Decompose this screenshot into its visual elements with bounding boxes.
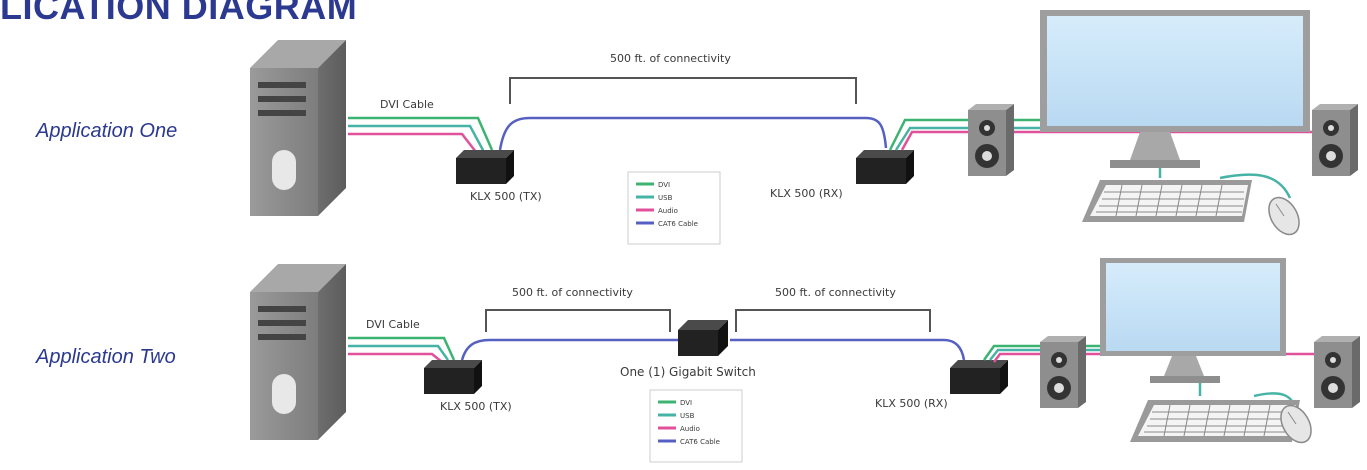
- dvi-cable-label: DVI Cable: [366, 318, 420, 331]
- application-two-legend: DVI USB Audio CAT6 Cable: [649, 389, 743, 463]
- keyboard-icon: [1129, 399, 1301, 443]
- extender-box-icon: [456, 150, 514, 184]
- connectivity-bracket: [485, 309, 671, 332]
- extender-box-icon: [950, 360, 1008, 394]
- legend-item: USB: [658, 194, 673, 202]
- dvi-cable-label: DVI Cable: [380, 98, 434, 111]
- application-two-cat6-cable-b: [730, 338, 966, 361]
- rx-label: KLX 500 (RX): [770, 187, 843, 200]
- monitor-icon: [1100, 258, 1286, 383]
- application-one-input-cables: [348, 116, 494, 153]
- page-title: LICATION DIAGRAM: [0, 0, 358, 27]
- application-two-input-cables: [348, 336, 456, 363]
- computer-tower-icon: [250, 40, 346, 216]
- keyboard-icon: [1081, 179, 1253, 223]
- application-one-cat6-cable: [498, 116, 888, 151]
- legend-item: USB: [680, 412, 695, 420]
- speaker-icon: [1040, 336, 1086, 408]
- legend-item: CAT6 Cable: [658, 220, 698, 228]
- computer-tower-icon: [250, 264, 346, 440]
- legend-item: Audio: [658, 207, 678, 215]
- tx-label: KLX 500 (TX): [440, 400, 512, 413]
- connectivity-label: 500 ft. of connectivity: [775, 286, 896, 299]
- legend-item: CAT6 Cable: [680, 438, 720, 446]
- network-switch-icon: [678, 320, 728, 356]
- connectivity-bracket: [735, 309, 931, 332]
- legend-item: DVI: [658, 181, 670, 189]
- application-two-diagram: DVI Cable 500 ft. of connectivity 500 ft…: [250, 258, 1360, 463]
- extender-box-icon: [856, 150, 914, 184]
- connectivity-bracket: [509, 77, 857, 104]
- speaker-icon: [1312, 104, 1358, 176]
- application-two-label: Application Two: [36, 346, 176, 368]
- mouse-icon: [1261, 191, 1307, 241]
- monitor-icon: [1040, 10, 1310, 168]
- legend-item: Audio: [680, 425, 700, 433]
- rx-label: KLX 500 (RX): [875, 397, 948, 410]
- connectivity-label: 500 ft. of connectivity: [512, 286, 633, 299]
- application-one-legend: DVI USB Audio CAT6 Cable: [627, 171, 721, 245]
- tx-label: KLX 500 (TX): [470, 190, 542, 203]
- connectivity-label: 500 ft. of connectivity: [610, 52, 731, 65]
- legend-item: DVI: [680, 399, 692, 407]
- application-two-cat6-cable-a: [460, 338, 680, 361]
- application-one-label: Application One: [36, 120, 178, 142]
- speaker-icon: [968, 104, 1014, 176]
- switch-label: One (1) Gigabit Switch: [620, 365, 756, 379]
- extender-box-icon: [424, 360, 482, 394]
- application-one-diagram: DVI Cable 500 ft. of connectivity KLX 50…: [250, 10, 1358, 245]
- speaker-icon: [1314, 336, 1360, 408]
